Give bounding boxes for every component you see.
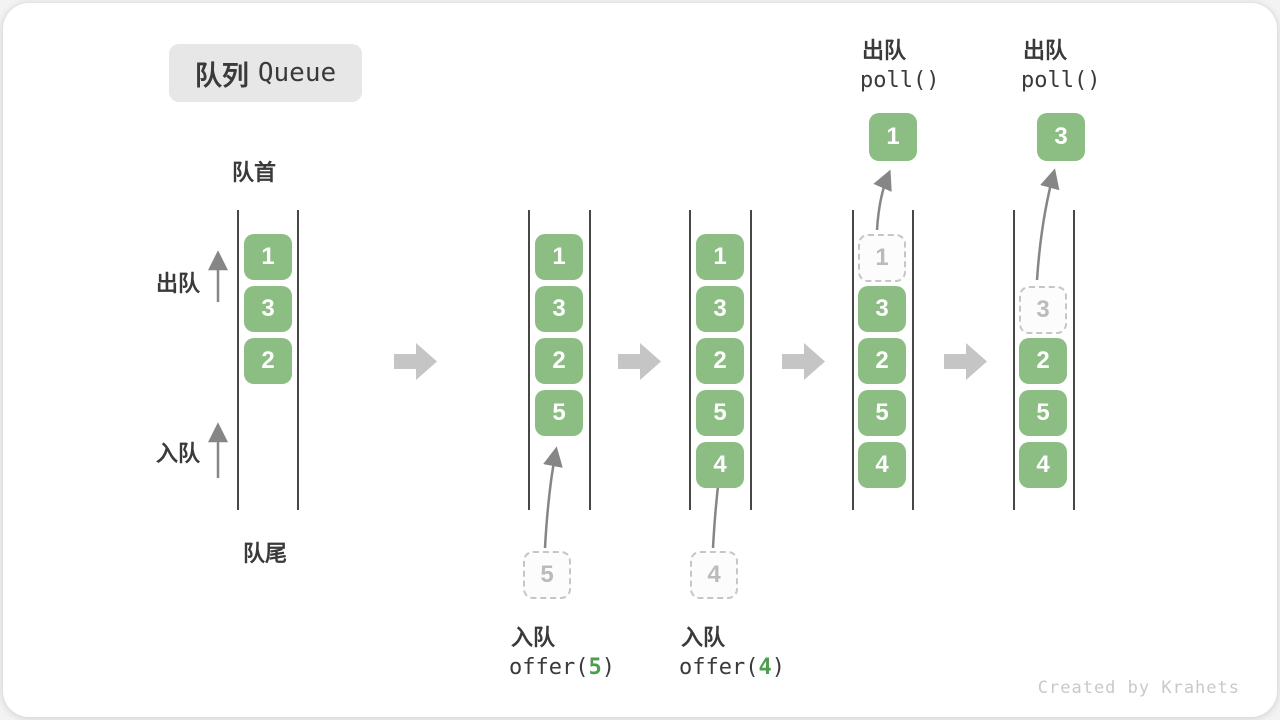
queue-item: 3: [696, 286, 744, 332]
queue-item: 2: [244, 338, 292, 384]
queue-wall-line: [750, 210, 752, 510]
label-dequeue-op-1: 出队: [862, 38, 907, 63]
queue-wall-line: [912, 210, 914, 510]
queue-item: 5: [1019, 390, 1067, 436]
title-en: Queue: [257, 58, 337, 88]
offer-fn: offer(: [509, 655, 589, 680]
queue-wall-line: [689, 210, 691, 510]
label-enqueue-side: 入队: [156, 441, 201, 466]
flow-arrows: [208, 168, 1060, 549]
label-dequeue-op-2: 出队: [1023, 38, 1068, 63]
polled-item: 3: [1037, 113, 1085, 161]
label-enqueue-op-2: 入队: [681, 625, 726, 650]
label-enqueue-op-1: 入队: [511, 625, 556, 650]
queue-item: 1: [696, 234, 744, 280]
title-zh: 队列: [194, 60, 249, 91]
enqueue-5-arrow: [543, 446, 563, 549]
queue-wall-line: [589, 210, 591, 510]
queue-item: 5: [858, 390, 906, 436]
queue-item: 4: [1019, 442, 1067, 488]
queue-wall-line: [297, 210, 299, 510]
watermark-credit: Created by Krahets: [1037, 678, 1240, 698]
queue-item: 2: [696, 338, 744, 384]
queue-item: 3: [858, 286, 906, 332]
transition-arrow-1: [394, 343, 437, 380]
label-offer-code-1: offer(5): [509, 655, 615, 680]
queue-item: 2: [1019, 338, 1067, 384]
label-queue-front: 队首: [232, 160, 277, 185]
poll-1-arrow: [873, 169, 892, 231]
queue-item: 3: [244, 286, 292, 332]
queue-item: 5: [696, 390, 744, 436]
queue-item: 2: [858, 338, 906, 384]
queue-item: 1: [535, 234, 583, 280]
pending-enqueue-item: 5: [523, 551, 571, 599]
queue-item: 4: [696, 442, 744, 488]
queue-wall-line: [1073, 210, 1075, 510]
label-dequeue-side: 出队: [156, 271, 201, 296]
transition-arrow-4: [944, 343, 987, 380]
queue-wall-line: [528, 210, 530, 510]
poll-3-arrow: [1035, 168, 1060, 281]
transition-arrow-2: [618, 343, 661, 380]
label-offer-code-2: offer(4): [679, 655, 785, 680]
queue-item-removed: 1: [858, 234, 906, 282]
offer-fn: offer(: [679, 655, 759, 680]
transition-arrow-3: [782, 343, 825, 380]
label-poll-code-1: poll(): [860, 68, 940, 93]
title-badge: 队列 Queue: [169, 44, 362, 102]
queue-item-removed: 3: [1019, 286, 1067, 334]
queue-item: 1: [244, 234, 292, 280]
label-queue-rear: 队尾: [243, 541, 288, 566]
queue-item: 4: [858, 442, 906, 488]
queue-wall-line: [852, 210, 854, 510]
pending-enqueue-item: 4: [690, 551, 738, 599]
offer-arg: 5: [588, 655, 602, 680]
queue-item: 5: [535, 390, 583, 436]
queue-wall-line: [1013, 210, 1015, 510]
offer-arg: 4: [758, 655, 772, 680]
polled-item: 1: [869, 113, 917, 161]
queue-item: 3: [535, 286, 583, 332]
label-poll-code-2: poll(): [1021, 68, 1101, 93]
offer-close: ): [601, 655, 615, 680]
offer-close: ): [771, 655, 785, 680]
queue-wall-line: [237, 210, 239, 510]
queue-item: 2: [535, 338, 583, 384]
